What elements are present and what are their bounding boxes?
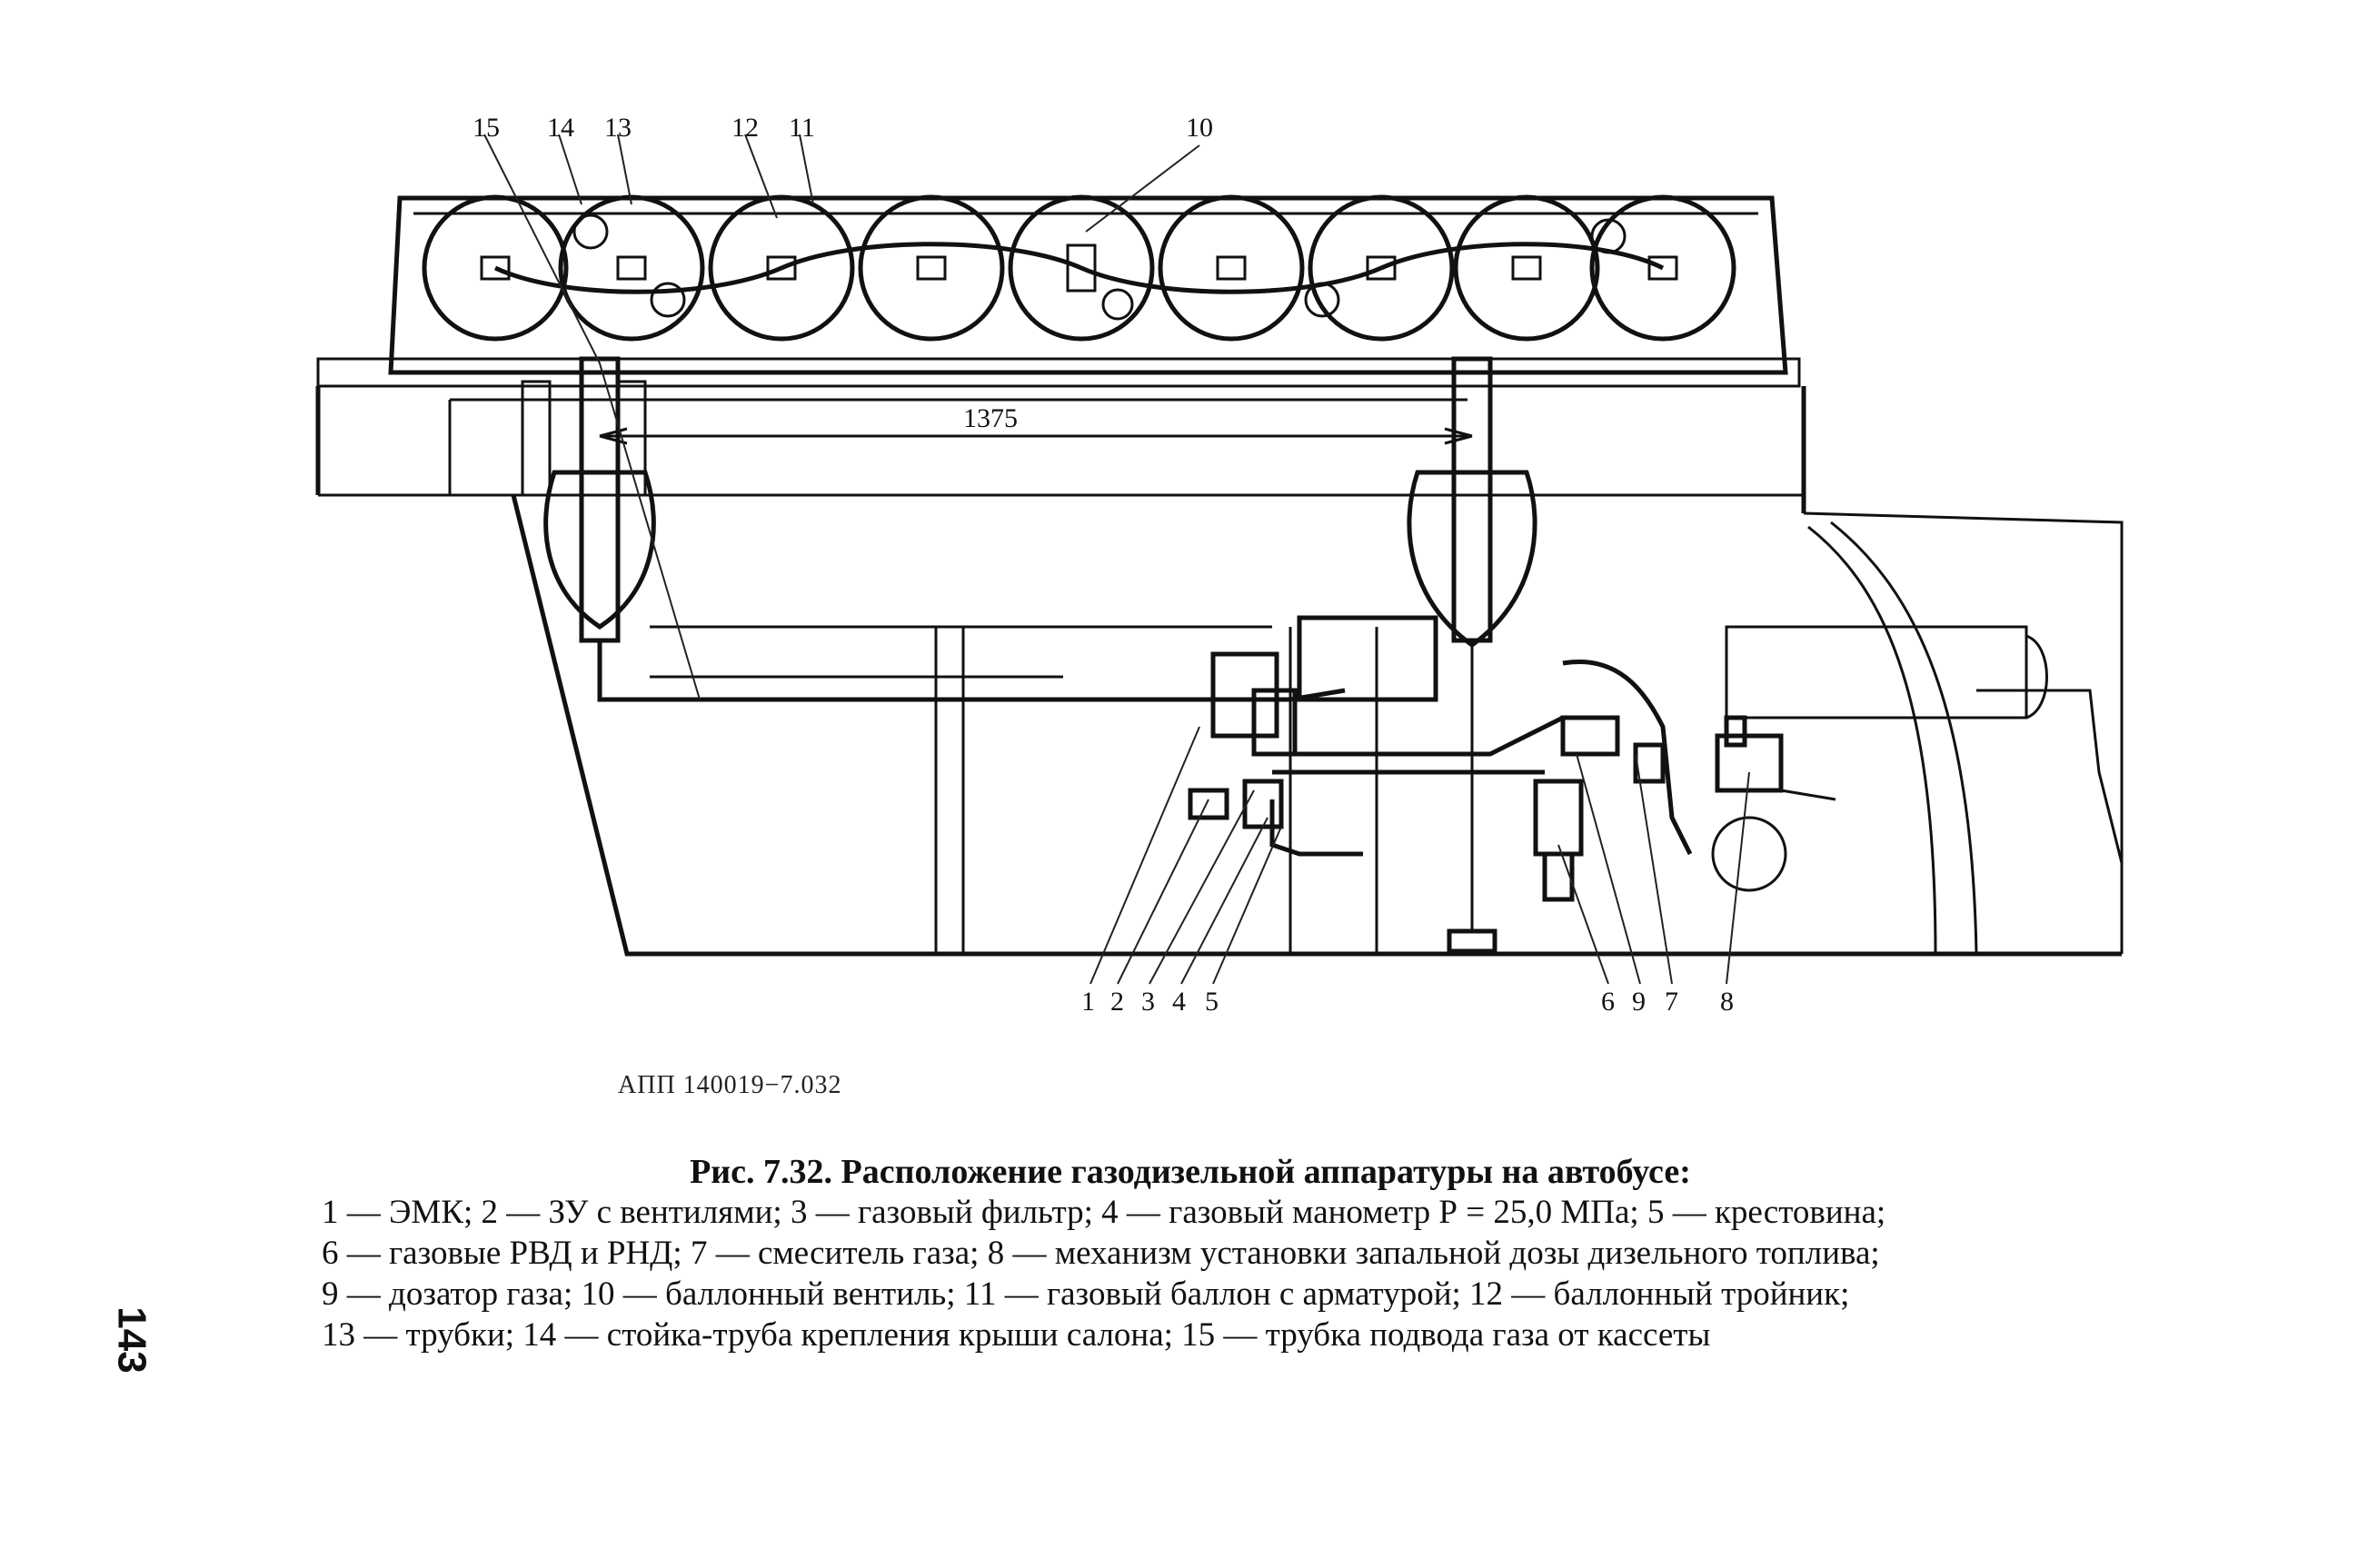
callout-labels-bottom: 1 2 3 4 5 6 9 7 8 (1081, 987, 1734, 1017)
drawing-code: АПП 140019−7.032 (618, 1071, 841, 1099)
callout-2: 2 (1110, 987, 1124, 1017)
caption-line: 6 — газовые РВД и РНД; 7 — смеситель газ… (322, 1235, 1880, 1272)
dimension-1375: 1375 (599, 403, 1473, 445)
callout-7: 7 (1665, 987, 1678, 1017)
callout-9: 9 (1632, 987, 1646, 1017)
callout-4: 4 (1172, 987, 1186, 1017)
caption-line: 9 — дозатор газа; 10 — баллонный вентиль… (322, 1275, 1850, 1313)
caption-line: 13 — трубки; 14 — стойка-труба крепления… (322, 1316, 1711, 1354)
gas-equipment (597, 615, 1836, 902)
callout-8: 8 (1720, 987, 1734, 1017)
callout-14: 14 (547, 113, 574, 143)
callout-13: 13 (604, 113, 632, 143)
callout-5: 5 (1205, 987, 1219, 1017)
dimension-text: 1375 (963, 403, 1018, 433)
caption-line: 1 — ЭМК; 2 — ЗУ с вентилями; 3 — газовый… (322, 1194, 1886, 1231)
callout-10: 10 (1186, 113, 1213, 143)
gas-cylinders (422, 194, 1736, 342)
bus-body (315, 380, 2124, 957)
callout-11: 11 (789, 113, 815, 143)
leader-lines (483, 134, 1750, 985)
callout-labels-top: 15 14 13 12 11 10 (473, 113, 1213, 143)
figure-caption: Рис. 7.32. Расположение газодизельной ап… (273, 1152, 2108, 1355)
page-number: 143 (109, 1306, 154, 1374)
roof-supports (543, 356, 1537, 954)
caption-legend: 1 — ЭМК; 2 — ЗУ с вентилями; 3 — газовый… (322, 1192, 2108, 1355)
callout-15: 15 (473, 113, 500, 143)
callout-12: 12 (731, 113, 759, 143)
callout-6: 6 (1601, 987, 1615, 1017)
callout-3: 3 (1141, 987, 1155, 1017)
callout-1: 1 (1081, 987, 1095, 1017)
caption-title: Рис. 7.32. Расположение газодизельной ап… (690, 1153, 1691, 1191)
